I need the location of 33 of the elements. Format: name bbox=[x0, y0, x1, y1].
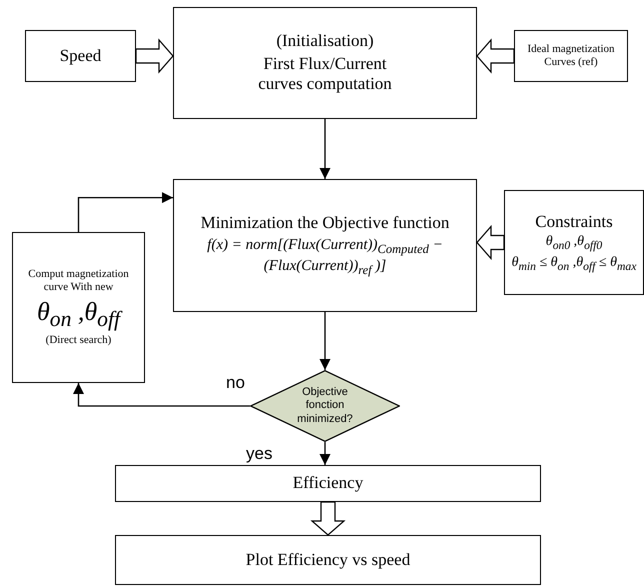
node-title: Constraints bbox=[535, 212, 613, 232]
process-box bbox=[12, 232, 145, 383]
node-title: (Initialisation) bbox=[276, 31, 374, 52]
process-box bbox=[504, 190, 644, 295]
block-arrow bbox=[135, 38, 174, 74]
arrow bbox=[320, 442, 330, 465]
decision-diamond bbox=[250, 370, 400, 442]
arrow bbox=[73, 383, 250, 407]
arrow bbox=[320, 119, 330, 179]
node-title: Minimization the Objective function bbox=[200, 213, 450, 234]
arrow bbox=[320, 312, 330, 370]
node-text: Speed bbox=[60, 46, 102, 66]
node-text: Ideal magnetization Curves (ref) bbox=[526, 42, 616, 70]
node-text: First Flux/Current curves computation bbox=[257, 54, 393, 95]
formula: θ$_{min}$ ≤ θ$_{on}$ ,θ$_{off}$ ≤ θ$_{max}$ bbox=[512, 254, 636, 274]
node-title: Comput magnetization curve With new bbox=[27, 268, 130, 294]
process-box bbox=[115, 465, 541, 502]
arrow bbox=[78, 192, 173, 232]
formula: f(x) = norm[(Flux(Current))$_{Computed}$ −(Flux(Current))$_{ref}$ )] bbox=[206, 236, 444, 278]
process-box bbox=[173, 179, 477, 312]
process-box bbox=[173, 7, 477, 119]
node-text: Plot Efficiency vs speed bbox=[246, 550, 410, 570]
block-arrow bbox=[310, 501, 346, 536]
block-arrow bbox=[476, 224, 505, 260]
process-box bbox=[25, 30, 136, 82]
process-box bbox=[514, 30, 628, 82]
block-arrow bbox=[476, 38, 515, 74]
node-text: Efficiency bbox=[292, 473, 364, 494]
node-text: Objective fonction minimized? bbox=[296, 386, 354, 426]
formula: θ$_{on0}$ ,θ$_{off0}$ bbox=[546, 234, 602, 253]
node-text: (Direct search) bbox=[46, 334, 112, 348]
process-box bbox=[115, 535, 541, 585]
formula: θ$_{on}$ ,θ$_{off}$ bbox=[36, 296, 120, 332]
